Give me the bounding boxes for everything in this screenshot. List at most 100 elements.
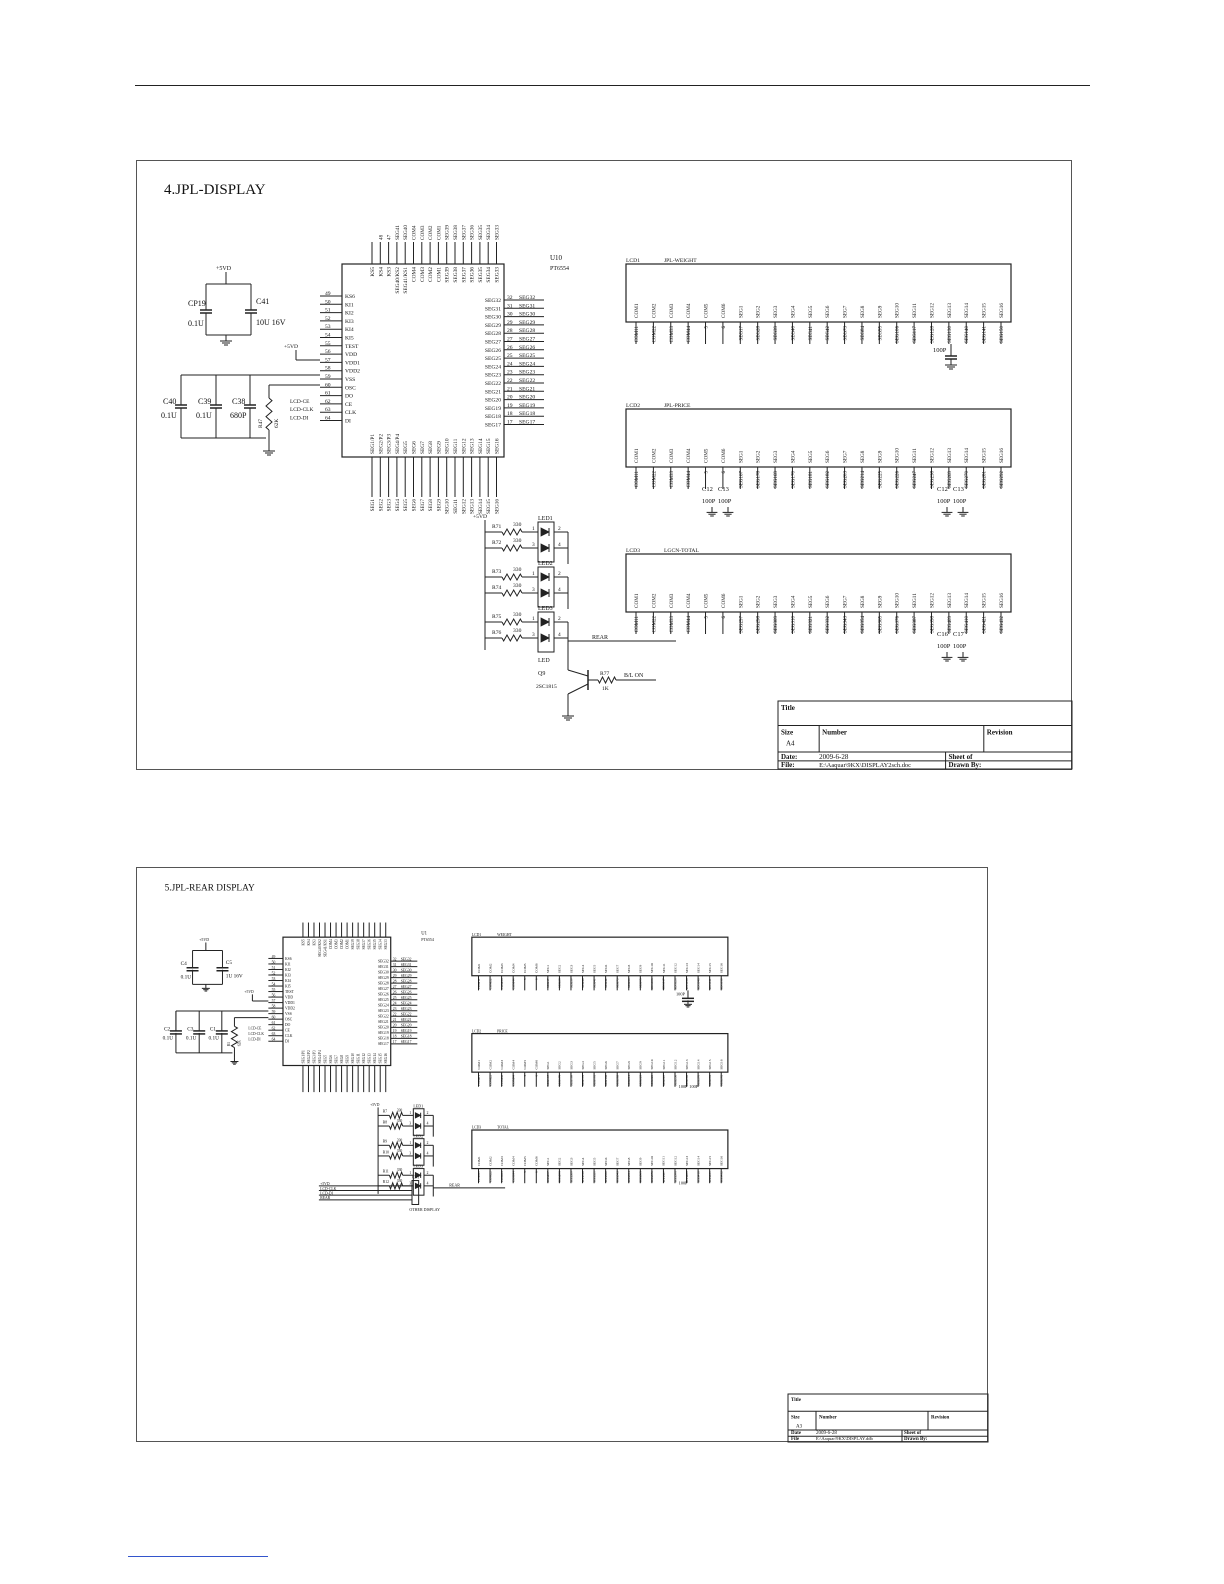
- resistor-symbol: [230, 1025, 239, 1048]
- ic-pin-number: 17: [393, 1040, 397, 1044]
- ic-pin-name: SEG6: [329, 1055, 333, 1064]
- title-block-sheet-label: Sheet of: [904, 1431, 921, 1436]
- net-label: SEG309: [569, 1171, 573, 1183]
- net-label: SEG22: [519, 378, 535, 384]
- lcd-pin-name: SEG1: [546, 1061, 550, 1070]
- net-label: SEG309: [774, 616, 779, 633]
- resistor-symbol: [388, 1170, 404, 1180]
- led-body: [537, 566, 555, 608]
- led-pin-number: 1: [532, 526, 535, 532]
- lcd-pin-name: SEG1: [546, 1157, 550, 1166]
- ic-pin-name: SEG13: [470, 438, 476, 454]
- net-label: COM11: [477, 978, 481, 989]
- ic-pin-name: SEG37: [461, 267, 467, 283]
- ic-pin-number: 54: [325, 333, 331, 339]
- lcd-name: JPL-PRICE: [664, 403, 691, 409]
- net-label: SEG178: [757, 471, 762, 488]
- title-block-file: E:\Aaquar\9KX\DISPLAY.ddb: [816, 1436, 873, 1441]
- ic-pin-name: DO: [345, 394, 353, 400]
- capacitor-value: 0.1U: [163, 1036, 174, 1042]
- led-pin-number: 1: [532, 571, 535, 577]
- net-label: LCD-CLK: [290, 407, 313, 413]
- lcd-pin-name: COM4: [512, 963, 516, 973]
- lcd-pin-name: SEG14: [964, 448, 970, 463]
- net-label: SEG19: [401, 1029, 412, 1033]
- ic-pin-number: 20: [507, 395, 513, 401]
- ic-pin-name: SEG10: [445, 438, 451, 454]
- net-label: COM44: [512, 1171, 516, 1182]
- lcd-body: [625, 553, 1012, 613]
- ic-pin-name: VDD2: [345, 369, 360, 375]
- net-label: B/L ON: [624, 673, 644, 679]
- led-pin-number: 3: [532, 587, 535, 593]
- net-label: SEG281: [983, 471, 988, 488]
- lcd-pin-name: SEG10: [895, 303, 901, 318]
- ic-pin-number: 62: [325, 399, 331, 405]
- led-ref: LED1: [538, 516, 553, 522]
- lcd-pin-name: SEG9: [639, 965, 643, 974]
- capacitor-value: 0.1U: [188, 319, 204, 328]
- lcd-pin-name: SEG1: [738, 450, 744, 463]
- lcd-pin-name: COM3: [500, 1156, 504, 1166]
- title-block-size-label: Size: [791, 1415, 800, 1420]
- lcd-ref: LCD2: [472, 1029, 481, 1033]
- lcd-pin-name: COM5: [704, 448, 710, 463]
- net-label: SEG178: [558, 1074, 562, 1086]
- ic-pin-number: 30: [393, 968, 397, 972]
- footer-link-rule: [128, 1556, 268, 1557]
- resistor-value: 330: [513, 522, 522, 528]
- ic-pin-number: 60: [325, 382, 331, 388]
- ic-pin-number: 22: [393, 1013, 397, 1017]
- lcd-pin-name: COM3: [500, 963, 504, 973]
- led-pin-number: 4: [427, 1152, 429, 1156]
- lcd-pin-name: SEG1: [546, 965, 550, 974]
- transistor-collector: [567, 669, 589, 677]
- resistor-ref: R74: [492, 585, 502, 591]
- net-label: COM4: [412, 225, 418, 240]
- capacitor-label: C17: [953, 631, 965, 638]
- net-label: COM11: [477, 1171, 481, 1182]
- ic-pin-name: VSS: [285, 1012, 292, 1016]
- ic-pin-name: SEG13: [368, 1053, 372, 1064]
- net-label: SEG269: [948, 471, 953, 488]
- ic-pin-name: KI5: [285, 984, 291, 988]
- led-body: [412, 1138, 425, 1166]
- net-label: SEG269: [685, 1074, 689, 1086]
- connector-body: [411, 1180, 420, 1205]
- lcd-pin-name: COM1: [634, 448, 640, 463]
- ic-pin-name: SEG3/P3: [387, 434, 393, 454]
- lcd-pin-name: SEG15: [982, 448, 988, 463]
- ic-pin-name: SEG5: [323, 1055, 327, 1064]
- net-label: SEG270: [965, 471, 970, 488]
- capacitor-ref: C41: [256, 297, 269, 306]
- ic-pin-number: 49: [325, 291, 331, 297]
- resistor-value: 330: [513, 628, 522, 634]
- ic-pin-name: SEG36: [368, 939, 372, 950]
- lcd-pin-name: SEG7: [843, 450, 849, 463]
- ic-pin-name: COM3: [420, 267, 426, 282]
- lcd-body: [625, 263, 1012, 323]
- vdd-label: +5VD: [216, 266, 232, 272]
- ic-pin-name: SEG18: [378, 1037, 389, 1041]
- net-label: SEG17: [739, 326, 744, 341]
- net-label: COM11: [635, 616, 640, 633]
- title-block-file-label: File: [791, 1437, 800, 1442]
- resistor-value: 330: [513, 612, 522, 618]
- net-label: SEG19: [519, 403, 535, 409]
- lcd-pin-name: SEG6: [604, 965, 608, 974]
- lcd-pin-name: SEG14: [964, 303, 970, 318]
- net-label: COM44: [687, 616, 692, 633]
- ic-pin-number: 60: [272, 1015, 276, 1019]
- net-label: 6: [535, 1074, 539, 1076]
- resistor-symbol: [501, 617, 523, 627]
- net-label: SEG128: [673, 978, 677, 990]
- net-label: 48: [378, 234, 384, 240]
- led-pin-number: 1: [409, 1111, 411, 1115]
- ic-pin-name: SEG28: [378, 982, 389, 986]
- ic-pin-name: SEG30: [485, 315, 501, 321]
- lcd-pin-name: COM5: [523, 1060, 527, 1070]
- ic-pin-name: VDD1: [345, 360, 360, 366]
- ic-pin-name: KS5: [301, 939, 305, 946]
- ic-pin-name: SEG32: [485, 298, 501, 304]
